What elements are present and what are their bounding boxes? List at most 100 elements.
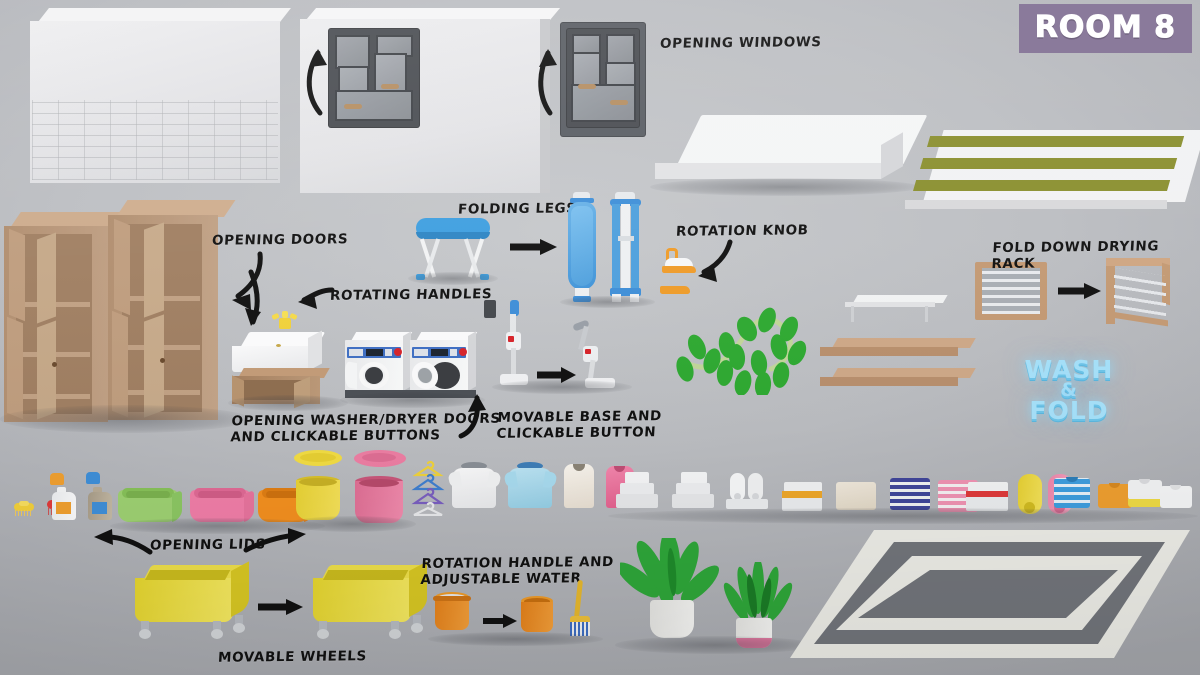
dryer[interactable] bbox=[410, 331, 478, 400]
arrow-movable-base bbox=[537, 366, 577, 384]
wall-face bbox=[30, 21, 280, 183]
broom[interactable] bbox=[566, 579, 596, 640]
hamper-yellow[interactable] bbox=[292, 450, 348, 526]
vacuum-button[interactable] bbox=[508, 336, 514, 342]
sign-line-3: FOLD bbox=[1029, 396, 1109, 426]
vacuum-base[interactable] bbox=[500, 374, 528, 385]
iron-base bbox=[660, 282, 696, 298]
detergent-bottle-tan[interactable] bbox=[88, 487, 114, 521]
window-handle[interactable] bbox=[344, 104, 362, 109]
mop-bucket-orange[interactable] bbox=[433, 592, 475, 640]
tshirt-white bbox=[447, 462, 502, 512]
iron[interactable] bbox=[660, 248, 700, 276]
sink-drain bbox=[276, 344, 281, 347]
rolled-towels-white bbox=[726, 473, 770, 519]
cabinet-knob[interactable] bbox=[52, 362, 57, 367]
control-panel[interactable] bbox=[347, 347, 402, 358]
washer-door-open-flap[interactable] bbox=[345, 360, 357, 390]
vacuum-base[interactable] bbox=[585, 378, 615, 388]
washer-door[interactable] bbox=[359, 362, 389, 389]
stick-vacuum-angled[interactable] bbox=[565, 319, 623, 390]
cart-wheel[interactable] bbox=[141, 621, 149, 633]
folded-towel-orange-stripe bbox=[782, 482, 824, 516]
folded-shirt-yellow-white bbox=[1128, 479, 1166, 516]
cabinet-door-lower-right[interactable] bbox=[37, 320, 56, 420]
sink-with-vanity[interactable] bbox=[232, 311, 342, 409]
folded-towel-cream bbox=[836, 482, 878, 516]
arrow-opening-window-left bbox=[298, 45, 344, 116]
arrow-folding-legs bbox=[510, 238, 558, 256]
vacuum-accessory bbox=[484, 300, 498, 322]
window-handle[interactable] bbox=[610, 100, 628, 105]
cabinet-door-lower-right[interactable] bbox=[144, 314, 164, 418]
cabinet-knob[interactable] bbox=[160, 358, 165, 363]
wall-drying-rack-folded[interactable] bbox=[975, 262, 1047, 324]
room-badge: ROOM 8 bbox=[1018, 4, 1192, 53]
sign-line-1: WASH bbox=[1024, 355, 1114, 384]
cabinet-door-upper-right[interactable] bbox=[37, 232, 56, 324]
vanity-door-left[interactable] bbox=[232, 375, 244, 407]
power-knob[interactable] bbox=[394, 348, 402, 356]
rolled-towel-yellow bbox=[1018, 474, 1044, 518]
arrow-opening-lids-right bbox=[243, 528, 312, 556]
pot-accent-band bbox=[736, 638, 772, 648]
arrow-opening-lids-left bbox=[86, 529, 154, 558]
tall-louvered-cabinet-left[interactable] bbox=[4, 212, 124, 427]
room-badge-label: ROOM 8 bbox=[1034, 10, 1176, 46]
cart-wheel[interactable] bbox=[213, 621, 221, 633]
rolling-cart-left[interactable] bbox=[135, 561, 255, 645]
tiled-wall-panel bbox=[30, 8, 291, 183]
faucet[interactable] bbox=[269, 311, 299, 332]
window-handle[interactable] bbox=[578, 84, 596, 89]
ironing-board-folded[interactable] bbox=[608, 192, 644, 304]
cart-wheel[interactable] bbox=[391, 621, 399, 633]
detergent-bottle-white[interactable] bbox=[52, 487, 78, 521]
cabinet-door-lower-left[interactable] bbox=[7, 316, 23, 420]
hanging-vine-plant bbox=[676, 307, 807, 395]
folding-table-blue[interactable] bbox=[412, 218, 494, 280]
control-panel[interactable] bbox=[412, 347, 467, 358]
annotation-rotation-knob: ROTATION KNOB bbox=[675, 222, 810, 240]
bottle-cap-orange bbox=[50, 473, 66, 487]
hamper-pink[interactable] bbox=[352, 450, 410, 526]
arrow-rotating-handles bbox=[296, 286, 335, 309]
folded-shirt-orange bbox=[1098, 483, 1136, 516]
power-knob[interactable] bbox=[459, 348, 467, 356]
ironing-board-open[interactable] bbox=[565, 192, 599, 302]
annotation-movable-wheels: MOVABLE WHEELS bbox=[217, 648, 368, 666]
annotation-movable-base: MOVABLE BASE AND CLICKABLE BUTTON bbox=[496, 408, 663, 442]
cart-wheel[interactable] bbox=[319, 621, 327, 633]
cabinet-door-upper-right[interactable] bbox=[144, 222, 164, 318]
arrow-bucket bbox=[483, 612, 519, 630]
sign-line-2: & bbox=[1060, 378, 1078, 401]
basket-pink[interactable] bbox=[190, 488, 254, 526]
rolling-cart-right[interactable] bbox=[313, 561, 433, 645]
washing-machine[interactable] bbox=[345, 331, 413, 400]
basket-green[interactable] bbox=[118, 488, 182, 526]
bucket-handle[interactable] bbox=[433, 596, 471, 601]
window-handle[interactable] bbox=[381, 84, 399, 89]
tshirt-blue bbox=[503, 462, 558, 512]
vacuum-button[interactable] bbox=[585, 349, 591, 354]
wall-mounted-window[interactable] bbox=[328, 28, 420, 128]
arrow-drying-rack bbox=[1058, 282, 1102, 300]
folded-towel-navy-stripe bbox=[890, 478, 932, 516]
white-wall-shelf bbox=[845, 295, 948, 325]
striped-mattress bbox=[905, 130, 1200, 220]
wall-drying-rack-open[interactable] bbox=[1106, 258, 1176, 327]
cabinet-door-lower-left[interactable] bbox=[112, 310, 128, 418]
white-mattress bbox=[655, 115, 928, 190]
cabinet-door-upper-left[interactable] bbox=[114, 218, 130, 316]
stick-vacuum-upright[interactable] bbox=[500, 300, 532, 388]
arrow-movable-wheels bbox=[258, 598, 304, 616]
hanger-group[interactable] bbox=[410, 460, 446, 517]
cabinet-door-upper-left[interactable] bbox=[9, 228, 25, 322]
standalone-window[interactable] bbox=[560, 22, 646, 137]
iron-soleplate bbox=[662, 266, 696, 273]
tall-louvered-cabinet-right[interactable] bbox=[108, 200, 238, 430]
brick-texture bbox=[32, 100, 278, 180]
iron-handle[interactable] bbox=[666, 248, 678, 260]
area-rug bbox=[790, 530, 1190, 670]
bucket-orange[interactable] bbox=[520, 596, 558, 640]
potted-plant-large bbox=[616, 530, 730, 648]
